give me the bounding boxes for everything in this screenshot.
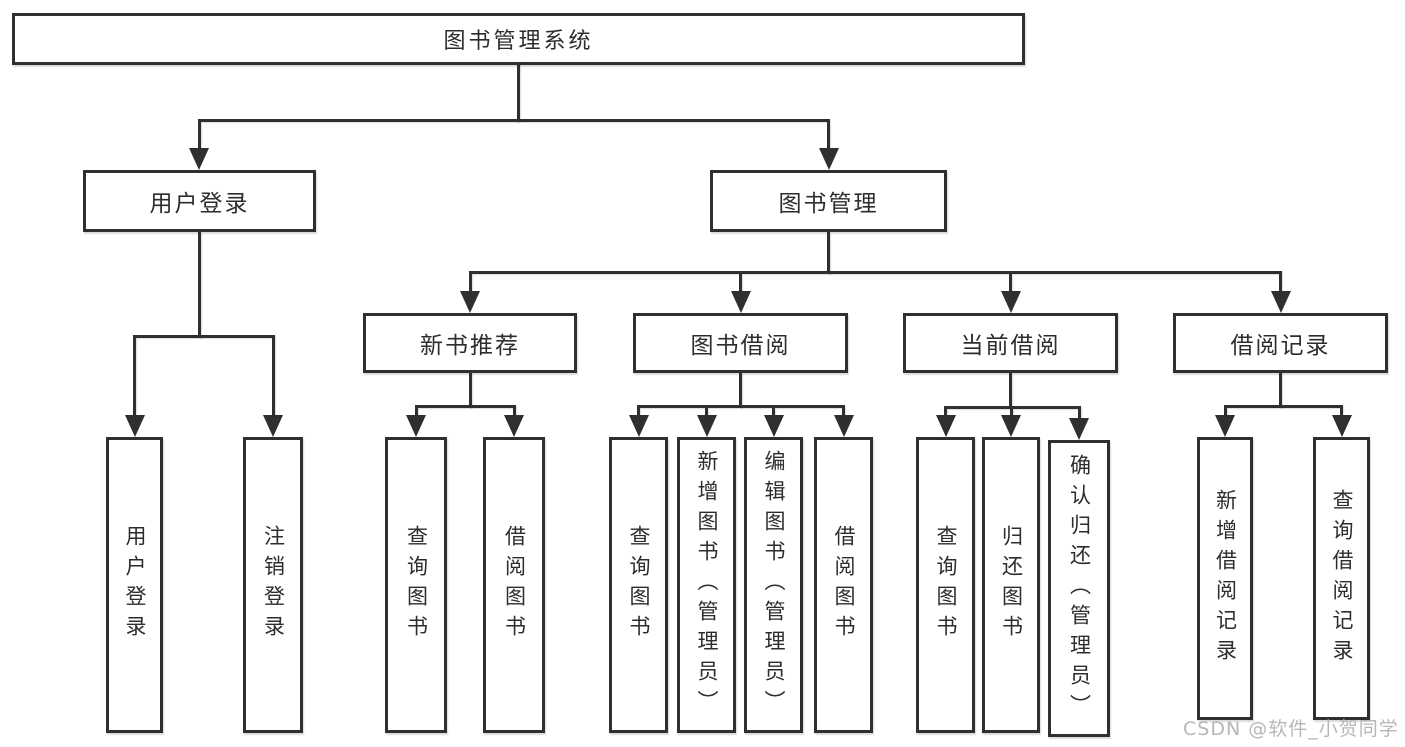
- connector-line: [944, 409, 947, 417]
- connector-line: [1279, 373, 1282, 408]
- arrow-down-icon: [935, 415, 956, 437]
- connector-line: [637, 405, 845, 408]
- leaf-label: 查询图书: [404, 525, 429, 645]
- connector-line: [271, 338, 275, 417]
- leaf-label: 确认归还（管理员）: [1067, 453, 1092, 724]
- connector-line: [468, 271, 1282, 274]
- connector-line: [1223, 405, 1343, 408]
- csdn-watermark: CSDN @软件_小贺同学: [1183, 718, 1399, 740]
- leaf-add-book-admin: 新增图书（管理员）: [677, 437, 736, 733]
- connector-line: [637, 408, 640, 417]
- leaf-query-books-1: 查询图书: [385, 437, 447, 733]
- connector-line: [1279, 274, 1282, 293]
- leaf-label: 借阅图书: [502, 525, 527, 645]
- arrow-down-icon: [1215, 415, 1235, 437]
- arrow-down-icon: [1001, 415, 1021, 437]
- connector-line: [1223, 408, 1227, 417]
- arrow-down-icon: [504, 415, 524, 437]
- leaf-query-books-2: 查询图书: [609, 437, 668, 733]
- connector-line: [842, 408, 845, 417]
- leaf-label: 查询图书: [627, 525, 651, 645]
- connector-line: [827, 122, 830, 150]
- leaf-label: 新增借阅记录: [1213, 488, 1238, 669]
- arrow-down-icon: [763, 415, 784, 437]
- arrow-down-icon: [730, 291, 751, 313]
- node-library-management-system: 图书管理系统: [12, 13, 1025, 65]
- arrow-down-icon: [189, 148, 209, 170]
- connector-line: [1077, 409, 1081, 420]
- connector-line: [414, 408, 418, 417]
- node-user-login: 用户登录: [83, 170, 316, 232]
- node-borrowing-records: 借阅记录: [1173, 313, 1388, 373]
- leaf-add-borrow-record: 新增借阅记录: [1197, 437, 1253, 720]
- connector-line: [1340, 408, 1343, 417]
- connector-line: [197, 122, 201, 150]
- leaf-logout: 注销登录: [243, 437, 303, 733]
- leaf-borrow-books-2: 借阅图书: [814, 437, 873, 733]
- leaf-borrow-books-1: 借阅图书: [483, 437, 545, 733]
- connector-line: [1009, 274, 1012, 293]
- connector-line: [1009, 373, 1012, 409]
- leaf-query-borrow-record: 查询借阅记录: [1313, 437, 1370, 720]
- leaf-label: 新增图书（管理员）: [695, 450, 719, 720]
- leaf-label: 归还图书: [999, 525, 1024, 645]
- arrow-down-icon: [406, 415, 426, 437]
- connector-line: [468, 373, 472, 408]
- connector-line: [132, 335, 275, 338]
- arrow-down-icon: [818, 148, 839, 170]
- arrow-down-icon: [460, 291, 480, 313]
- leaf-confirm-return-admin: 确认归还（管理员）: [1048, 440, 1110, 737]
- arrow-down-icon: [1000, 291, 1021, 313]
- connector-line: [414, 405, 516, 408]
- leaf-label: 查询借阅记录: [1330, 488, 1354, 669]
- arrow-down-icon: [1069, 418, 1089, 440]
- connector-line: [739, 274, 742, 293]
- connector-line: [133, 338, 136, 417]
- node-new-book-recommend: 新书推荐: [363, 313, 577, 373]
- leaf-query-books-3: 查询图书: [916, 437, 975, 733]
- arrow-down-icon: [833, 415, 854, 437]
- leaf-label: 查询图书: [934, 525, 958, 645]
- leaf-label: 用户登录: [123, 525, 147, 645]
- connector-line: [517, 63, 520, 122]
- connector-line: [944, 406, 1081, 409]
- node-book-borrowing: 图书借阅: [633, 313, 848, 373]
- node-book-management: 图书管理: [710, 170, 947, 232]
- arrow-down-icon: [1270, 291, 1291, 313]
- connector-line: [197, 119, 830, 122]
- connector-line: [198, 232, 201, 338]
- connector-line: [512, 408, 516, 417]
- leaf-edit-book-admin: 编辑图书（管理员）: [744, 437, 803, 733]
- leaf-user-login: 用户登录: [106, 437, 163, 733]
- arrow-down-icon: [1331, 415, 1352, 437]
- leaf-label: 借阅图书: [832, 525, 856, 645]
- arrow-down-icon: [696, 415, 717, 437]
- leaf-label: 编辑图书（管理员）: [762, 450, 786, 720]
- leaf-label: 注销登录: [261, 525, 286, 645]
- connector-line: [827, 232, 830, 274]
- connector-line: [739, 373, 742, 408]
- arrow-down-icon: [124, 415, 145, 437]
- leaf-return-book: 归还图书: [982, 437, 1040, 733]
- connector-line: [1009, 409, 1013, 417]
- arrow-down-icon: [263, 415, 283, 437]
- connector-line: [772, 408, 775, 417]
- connector-line: [468, 274, 472, 293]
- arrow-down-icon: [628, 415, 649, 437]
- connector-line: [705, 408, 708, 417]
- node-current-borrowing: 当前借阅: [903, 313, 1118, 373]
